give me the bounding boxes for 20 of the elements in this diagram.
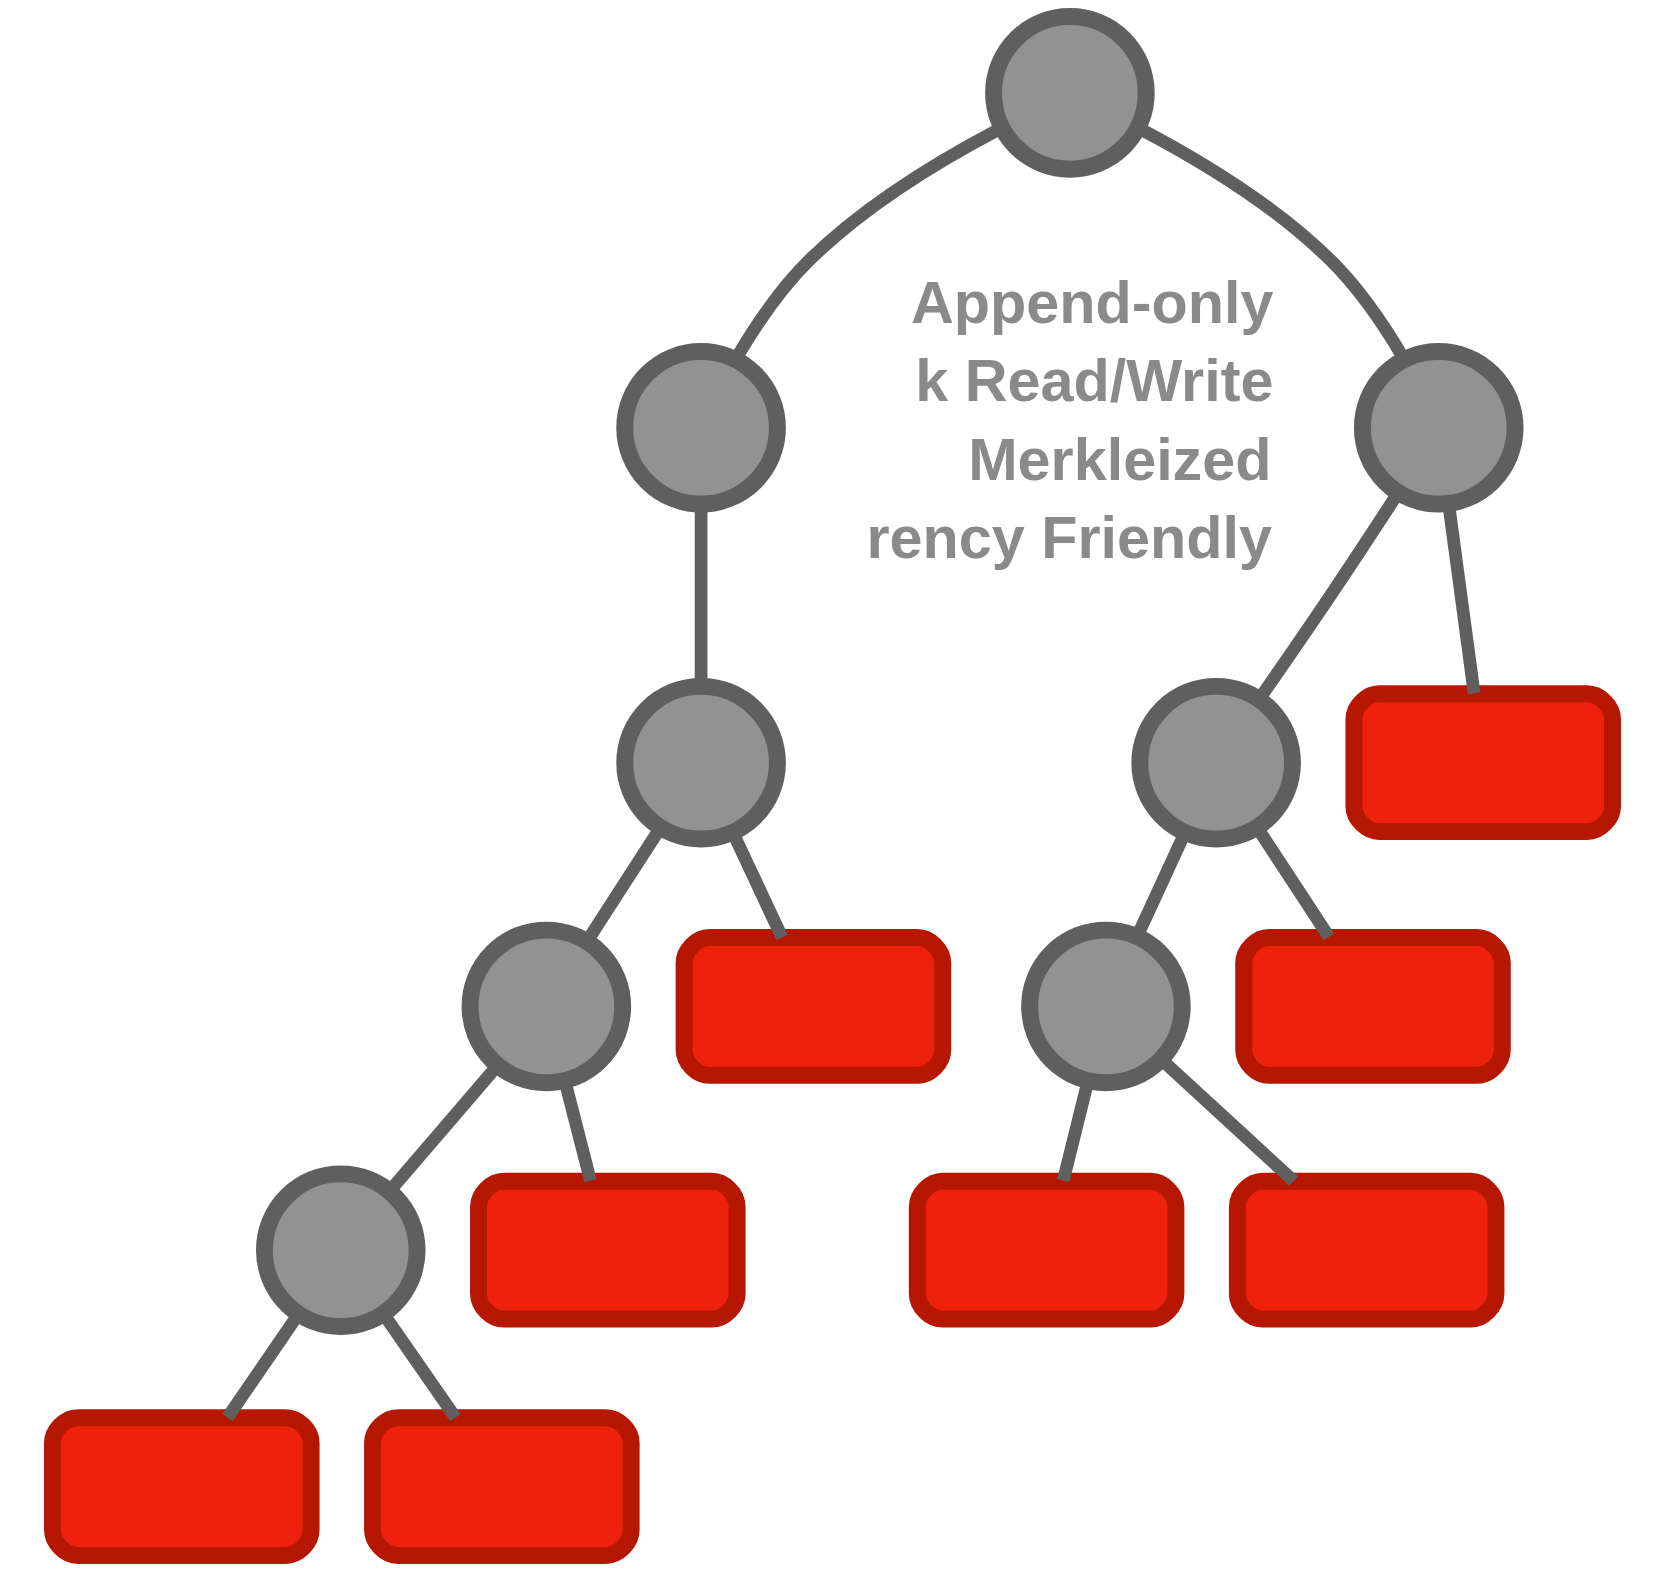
node-box	[470, 1172, 746, 1328]
node-circle	[985, 8, 1155, 178]
node-box	[1345, 685, 1621, 841]
node-circle	[461, 921, 632, 1092]
label: k Read/Write	[915, 347, 1274, 415]
label: rency Friendly	[866, 503, 1272, 571]
node-box	[1235, 929, 1511, 1084]
node-box	[908, 1172, 1185, 1328]
node-box	[364, 1409, 640, 1564]
node-circle	[1353, 343, 1524, 513]
node-circle	[616, 677, 786, 848]
node-circle	[255, 1165, 426, 1335]
node-box	[44, 1409, 320, 1564]
label: Merkleized	[968, 425, 1272, 493]
node-circle	[1131, 677, 1301, 848]
node-circle	[616, 343, 786, 513]
label: Append-only	[910, 268, 1274, 336]
node-box	[1228, 1172, 1505, 1328]
node-box	[675, 929, 952, 1084]
node-circle	[1021, 921, 1191, 1092]
